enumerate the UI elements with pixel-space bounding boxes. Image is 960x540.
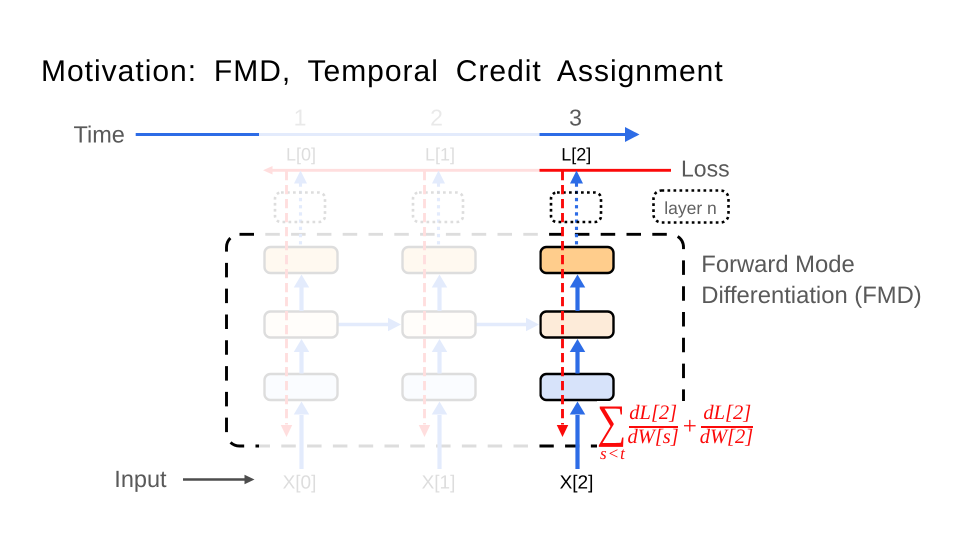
svg-text:Loss: Loss [681, 156, 730, 182]
svg-text:Input: Input [114, 466, 167, 492]
svg-text:3: 3 [569, 105, 582, 131]
svg-text:L[2]: L[2] [561, 145, 591, 165]
svg-text:X[2]: X[2] [560, 473, 594, 494]
svg-text:Differentiation (FMD): Differentiation (FMD) [701, 282, 921, 309]
svg-text:Time: Time [74, 121, 125, 147]
svg-text:Forward Mode: Forward Mode [701, 251, 854, 278]
svg-text:layer n: layer n [664, 198, 717, 218]
